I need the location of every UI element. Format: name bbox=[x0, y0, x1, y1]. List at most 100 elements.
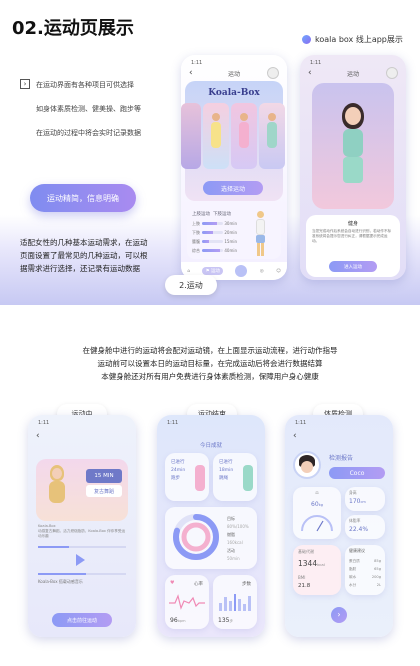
heart-label: 心率 bbox=[194, 582, 203, 587]
run-name: 跑步 bbox=[171, 476, 180, 481]
bmr-label: 基础代谢 bbox=[298, 549, 314, 554]
figure-head-icon bbox=[268, 113, 276, 121]
steps-label: 步数 bbox=[242, 582, 251, 587]
nav-sport-label: 运动 bbox=[210, 269, 220, 274]
volume-track[interactable] bbox=[38, 573, 126, 575]
bar-row: 综合 40min bbox=[192, 246, 237, 255]
page-title: 02.运动页展示 bbox=[12, 18, 134, 39]
heart-value: 96bpm bbox=[170, 617, 186, 624]
carousel-card-2[interactable] bbox=[231, 103, 257, 169]
nav-sport-tab[interactable]: ⚑ 运动 bbox=[202, 267, 223, 275]
middle-line-1: 在健身舱中进行的运动将会配对运动镜，在上面显示运动流程，进行动作指导 bbox=[82, 346, 338, 355]
select-sport-button[interactable]: 选择运动 bbox=[203, 181, 263, 195]
advice-val: 85g bbox=[374, 559, 381, 563]
video-panel: 15 MIN 复古舞蹈 bbox=[36, 459, 128, 521]
trainer-body-icon bbox=[343, 129, 363, 157]
intro-line-2: 页面设置了最常见的几种运动，可以根 bbox=[20, 251, 148, 260]
height-value: 170cm bbox=[349, 498, 366, 505]
figure-head-icon bbox=[212, 113, 220, 121]
steps-bar bbox=[233, 594, 237, 611]
progress-fill bbox=[38, 546, 69, 548]
status-time: 1:11 bbox=[191, 60, 203, 66]
screen-in-progress: 1:11 ‹ 15 MIN 复古舞蹈 Koala-Box 动感复古舞蹈，活力燃烧… bbox=[28, 415, 136, 637]
progress-ring bbox=[173, 514, 219, 560]
dialog-title: 健身 bbox=[347, 221, 358, 227]
run-box: 已进行 24min 跑步 bbox=[165, 453, 209, 501]
heart-unit: bpm bbox=[177, 619, 186, 623]
figure-body-icon bbox=[239, 122, 249, 148]
heart-card: ♥ 心率 96bpm bbox=[165, 575, 209, 629]
profile-icon[interactable]: ☺ bbox=[276, 268, 281, 274]
carousel-card-left[interactable] bbox=[181, 103, 201, 169]
go-sport-button[interactable]: 点击前往运动 bbox=[52, 613, 112, 627]
carousel-card-1[interactable] bbox=[203, 103, 229, 169]
steps-value: 135步 bbox=[218, 617, 233, 624]
bar-track bbox=[202, 231, 223, 234]
brand-title: Koala-Box bbox=[208, 88, 260, 98]
brand-logo-icon bbox=[302, 35, 311, 44]
community-icon[interactable]: ◎ bbox=[259, 268, 264, 274]
brand-caption-text: koala box 线上app展示 bbox=[315, 35, 403, 44]
advice-val: 200g bbox=[371, 575, 381, 579]
height-label: 身高 bbox=[349, 490, 357, 495]
highlight-pill: 运动精简，信息明确 bbox=[30, 184, 136, 212]
trainer-head-icon bbox=[345, 107, 361, 125]
back-icon[interactable]: ‹ bbox=[308, 68, 312, 78]
trainer-legs-icon bbox=[343, 157, 363, 183]
rope-label: 已进行 bbox=[219, 460, 233, 465]
weight-unit: kg bbox=[318, 503, 323, 507]
bmr-number: 1344 bbox=[298, 559, 318, 568]
advice-key: 脂肪 bbox=[349, 567, 357, 571]
phone-sport-intro: 1:11 ‹ 运动 健身 当您完成动作后系统会自动进行识别，若动作不标准系统将会… bbox=[300, 55, 406, 280]
home-icon[interactable]: ⌂ bbox=[187, 268, 191, 274]
avatar[interactable] bbox=[386, 67, 398, 79]
heart-wave-line bbox=[169, 594, 205, 610]
figure-head-icon bbox=[257, 211, 264, 218]
trainer-body-icon bbox=[49, 481, 65, 503]
back-icon[interactable]: ‹ bbox=[36, 431, 40, 441]
tab-lower[interactable]: 下肢运动 bbox=[213, 212, 231, 217]
intro-dialog: 健身 当您完成动作后系统会自动进行识别，若动作不标准系统将会提示您进行纠正，请根… bbox=[306, 215, 400, 277]
progress-track[interactable] bbox=[38, 546, 126, 548]
figure-body-icon bbox=[267, 122, 277, 148]
back-icon[interactable]: ‹ bbox=[189, 68, 193, 78]
advice-val: 2L bbox=[376, 583, 381, 587]
carousel-card-3[interactable] bbox=[259, 103, 285, 169]
desc-text: 动感复古舞蹈，活力燃烧脂肪，Koala-Box 伴你享受运动乐趣 bbox=[38, 529, 126, 538]
enter-sport-button[interactable]: 进入运动 bbox=[329, 261, 377, 272]
figure-body-icon bbox=[211, 122, 221, 148]
avatar[interactable] bbox=[267, 67, 279, 79]
advice-key: 碳水 bbox=[349, 575, 357, 579]
rope-name: 跳绳 bbox=[219, 476, 228, 481]
avatar-figure bbox=[253, 211, 267, 257]
legend-goal-value: 80%/100% bbox=[227, 524, 249, 529]
intro-text: 适配女性的几种基本运动需求，在运动 页面设置了最常见的几种运动，可以根 据需求进… bbox=[20, 236, 148, 275]
next-arrow-button[interactable]: › bbox=[331, 607, 347, 623]
run-value: 24min bbox=[171, 468, 186, 473]
user-avatar bbox=[293, 451, 321, 479]
figure-body-icon bbox=[256, 219, 265, 235]
bmr-card: 基础代谢 1344kcal BMI 21.8 bbox=[293, 545, 341, 595]
weight-card: ⚖ 60kg bbox=[293, 487, 341, 539]
legend-goal-label: 目标 bbox=[227, 516, 235, 521]
rope-figure-icon bbox=[243, 465, 253, 491]
bar-value: 15min bbox=[224, 239, 237, 244]
advice-key: 水分 bbox=[349, 583, 357, 587]
bar-label: 综合 bbox=[192, 247, 200, 253]
steps-bar bbox=[248, 596, 252, 611]
intro-line-1: 适配女性的几种基本运动需求，在运动 bbox=[20, 238, 148, 247]
play-icon[interactable] bbox=[76, 554, 85, 566]
desc-title: Koala-Box bbox=[38, 524, 56, 528]
heart-icon: ♥ bbox=[170, 580, 175, 586]
report-header: 检测报告 bbox=[329, 455, 354, 462]
bodyfat-card: 体脂率 22.4% bbox=[345, 515, 385, 539]
dialog-text: 当您完成动作后系统会自动进行识别，若动作不标准系统将会提示您进行纠正，请根据提示… bbox=[312, 229, 392, 243]
center-button[interactable] bbox=[235, 265, 248, 277]
back-icon[interactable]: ‹ bbox=[293, 431, 297, 441]
bar-label: 上肢 bbox=[192, 220, 200, 226]
stats-card: 上肢运动 下肢运动 上肢 30min 下肢 20min 腰腹 15min bbox=[187, 207, 281, 259]
legend-active-label: 活动 bbox=[227, 548, 235, 553]
ring-legend: 目标 80%/100% 燃脂 160kcal 活动 50min bbox=[227, 515, 249, 563]
tab-upper[interactable]: 上肢运动 bbox=[192, 212, 210, 217]
heart-wave bbox=[169, 594, 205, 610]
